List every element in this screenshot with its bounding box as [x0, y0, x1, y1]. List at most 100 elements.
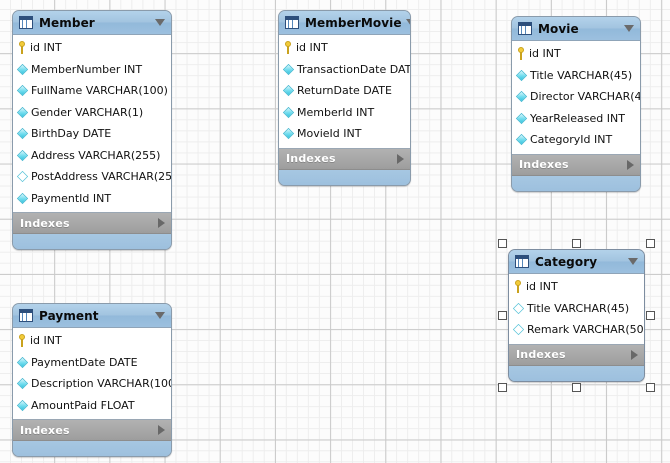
column-row[interactable]: CategoryId INT [512, 129, 640, 151]
resize-handle-s[interactable] [572, 383, 581, 392]
column-list: id INT PaymentDate DATE Description VARCHA… [13, 328, 171, 420]
resize-handle-se[interactable] [646, 383, 655, 392]
column-row[interactable]: MovieId INT [279, 123, 410, 145]
column-row[interactable]: Description VARCHAR(100) [13, 373, 171, 395]
chevron-right-icon[interactable] [397, 153, 404, 164]
diamond-icon [16, 106, 29, 118]
column-row[interactable]: Gender VARCHAR(1) [13, 102, 171, 124]
column-row[interactable]: ReturnDate DATE [279, 80, 410, 102]
diamond-icon [512, 324, 525, 336]
resize-handle-e[interactable] [646, 311, 655, 320]
column-row[interactable]: id INT [13, 330, 171, 352]
diamond-icon [16, 192, 29, 204]
column-label: MovieId INT [297, 127, 362, 141]
table-node-movie[interactable]: Movie id INT Title VARCHAR(45)Director VAR… [511, 16, 641, 192]
table-node-payment[interactable]: Payment id INT PaymentDate DATE Description… [12, 303, 172, 457]
table-header[interactable]: Payment [13, 304, 171, 328]
diamond-icon [515, 91, 528, 103]
column-row[interactable]: PaymentId INT [13, 188, 171, 210]
table-title: Movie [538, 21, 579, 36]
diamond-icon [512, 302, 525, 314]
column-row[interactable]: id INT [279, 37, 410, 59]
indexes-section-header[interactable]: Indexes [512, 154, 640, 176]
column-label: Description VARCHAR(100) [31, 377, 172, 391]
column-label: Remark VARCHAR(500) [527, 323, 645, 337]
column-label: id INT [529, 47, 561, 61]
column-row[interactable]: id INT [13, 37, 171, 59]
diamond-icon [282, 63, 295, 75]
resize-handle-ne[interactable] [646, 239, 655, 248]
diamond-icon [515, 134, 528, 146]
indexes-section-header[interactable]: Indexes [509, 344, 644, 366]
key-icon [17, 41, 27, 55]
diamond-icon [16, 399, 29, 411]
chevron-down-icon[interactable] [624, 25, 634, 32]
chevron-right-icon[interactable] [627, 159, 634, 170]
column-row[interactable]: id INT [512, 43, 640, 65]
chevron-right-icon[interactable] [631, 349, 638, 360]
column-row[interactable]: Remark VARCHAR(500) [509, 319, 644, 341]
column-row[interactable]: Address VARCHAR(255) [13, 145, 171, 167]
column-label: id INT [30, 334, 62, 348]
chevron-down-icon[interactable] [405, 19, 410, 26]
table-header[interactable]: MemberMovie [279, 11, 410, 35]
table-footer-strip [509, 365, 644, 381]
table-header[interactable]: Movie [512, 17, 640, 41]
key-icon [283, 41, 293, 55]
column-label: Address VARCHAR(255) [31, 148, 161, 162]
column-row[interactable]: PaymentDate DATE [13, 352, 171, 374]
indexes-section-header[interactable]: Indexes [279, 148, 410, 170]
resize-handle-n[interactable] [572, 239, 581, 248]
diamond-icon [16, 149, 29, 161]
table-title: Category [535, 254, 598, 269]
diamond-icon [515, 112, 528, 124]
column-row[interactable]: MemberNumber INT [13, 59, 171, 81]
column-row[interactable]: AmountPaid FLOAT [13, 395, 171, 417]
column-row[interactable]: YearReleased INT [512, 108, 640, 130]
resize-handle-nw[interactable] [498, 239, 507, 248]
diamond-icon [16, 63, 29, 75]
table-node-membermovie[interactable]: MemberMovie id INT TransactionDate DATE Ret… [278, 10, 411, 186]
column-label: BirthDay DATE [31, 127, 112, 141]
chevron-down-icon[interactable] [155, 19, 165, 26]
table-footer-strip [13, 234, 171, 249]
key-icon [516, 47, 526, 61]
table-title: MemberMovie [305, 15, 402, 30]
chevron-right-icon[interactable] [158, 425, 165, 435]
column-row[interactable]: MemberId INT [279, 102, 410, 124]
column-row[interactable]: id INT [509, 276, 644, 298]
chevron-down-icon[interactable] [628, 258, 638, 265]
diamond-icon [16, 171, 29, 183]
chevron-right-icon[interactable] [158, 218, 165, 228]
table-footer-strip [279, 169, 410, 185]
resize-handle-w[interactable] [498, 311, 507, 320]
chevron-down-icon[interactable] [155, 312, 165, 319]
indexes-label: Indexes [286, 152, 336, 165]
column-row[interactable]: Title VARCHAR(45) [509, 298, 644, 320]
table-header[interactable]: Member [13, 11, 171, 35]
indexes-section-header[interactable]: Indexes [13, 420, 171, 441]
column-label: PostAddress VARCHAR(255) [31, 170, 172, 184]
column-row[interactable]: BirthDay DATE [13, 123, 171, 145]
table-footer-strip [512, 175, 640, 191]
column-row[interactable]: Title VARCHAR(45) [512, 65, 640, 87]
column-row[interactable]: PostAddress VARCHAR(255) [13, 166, 171, 188]
column-row[interactable]: FullName VARCHAR(100) [13, 80, 171, 102]
table-icon [518, 22, 532, 35]
diamond-icon [16, 128, 29, 140]
indexes-label: Indexes [20, 216, 70, 230]
column-label: MemberId INT [297, 105, 375, 119]
table-header[interactable]: Category [509, 250, 644, 274]
column-label: TransactionDate DATE [297, 62, 411, 76]
column-row[interactable]: Director VARCHAR(45) [512, 86, 640, 108]
indexes-section-header[interactable]: Indexes [13, 213, 171, 234]
indexes-label: Indexes [516, 348, 566, 361]
column-label: CategoryId INT [530, 133, 613, 147]
resize-handle-sw[interactable] [498, 383, 507, 392]
diamond-icon [282, 106, 295, 118]
diamond-icon [16, 85, 29, 97]
column-row[interactable]: TransactionDate DATE [279, 59, 410, 81]
